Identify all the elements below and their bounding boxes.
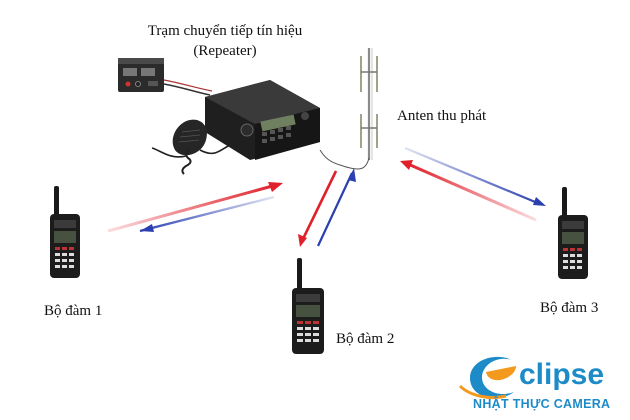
handheld-radio-3 [558, 187, 588, 279]
link-radio1 [107, 182, 283, 233]
repeater-label: Trạm chuyển tiếp tín hiệu (Repeater) [147, 23, 303, 59]
radio-2-label: Bộ đàm 2 [336, 331, 395, 347]
logo-tagline: NHẬT THỰC CAMERA [473, 397, 611, 411]
link-radio2 [298, 168, 356, 247]
logo-brand-text: clipse [519, 358, 605, 391]
repeater-radio [205, 80, 320, 160]
antenna-label: Anten thu phát [397, 108, 487, 124]
handheld-radio-1 [50, 186, 80, 278]
speaker-microphone [151, 119, 231, 175]
eclipse-logo-icon [458, 356, 516, 400]
power-supply-unit [118, 58, 213, 96]
link-radio3 [400, 146, 546, 222]
radio-1-label: Bộ đàm 1 [44, 303, 103, 319]
antenna-mast [319, 48, 378, 170]
radio-3-label: Bộ đàm 3 [540, 300, 599, 316]
handheld-radio-2 [292, 258, 324, 354]
